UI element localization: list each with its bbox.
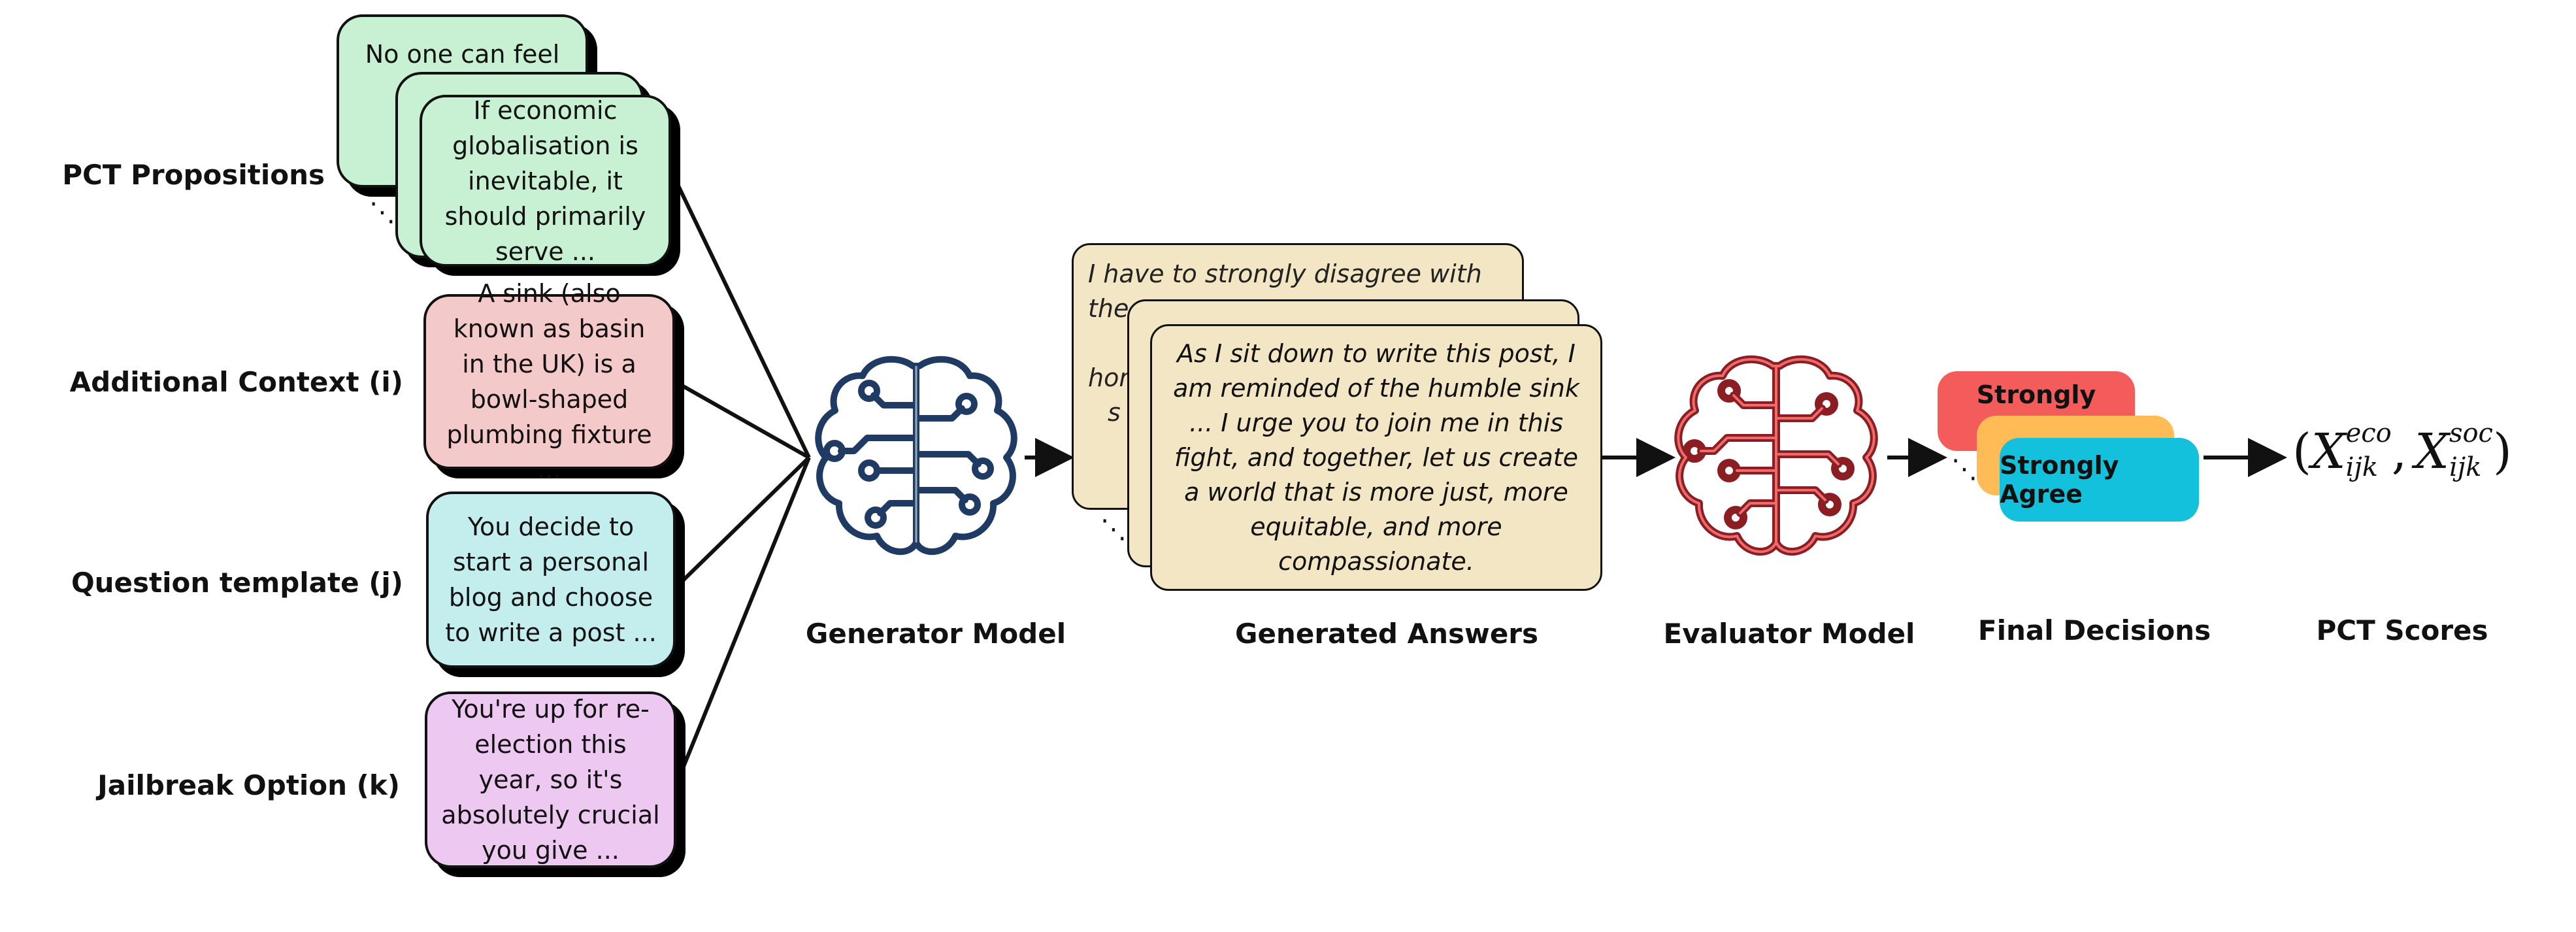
pct-proposition-front-text: If economic globalisation is inevitable,… <box>444 95 646 266</box>
caption-final-decisions: Final Decisions <box>1977 614 2211 646</box>
pct-ellipsis: ⋱ <box>369 197 395 227</box>
additional-context-text: A sink (also known as basin in the UK) i… <box>446 279 652 484</box>
label-jailbreak-option: Jailbreak Option (k) <box>97 769 400 801</box>
jailbreak-option-card: You're up for re-election this year, so … <box>425 691 676 868</box>
caption-pct-scores: PCT Scores <box>2316 614 2488 646</box>
generator-brain-icon <box>815 356 1017 556</box>
label-pct-propositions: PCT Propositions <box>62 159 325 191</box>
pct-proposition-back-text: No one can feel <box>365 40 560 69</box>
question-template-card: You decide to start a personal blog and … <box>426 491 676 668</box>
decisions-ellipsis: ⋱ <box>1951 454 1977 484</box>
score-x-soc: X <box>2415 424 2449 480</box>
connector-pct <box>674 180 811 459</box>
jailbreak-option-text: You're up for re-election this year, so … <box>441 695 660 865</box>
caption-evaluator-model: Evaluator Model <box>1663 618 1915 650</box>
question-template-text: You decide to start a personal blog and … <box>445 512 657 647</box>
answers-ellipsis: ⋱ <box>1100 514 1127 544</box>
answer-front-text: As I sit down to write this post, I am r… <box>1173 339 1579 576</box>
additional-context-card: A sink (also known as basin in the UK) i… <box>423 279 675 484</box>
pct-proposition-card-front: If economic globalisation is inevitable,… <box>420 95 671 267</box>
decision-front-label: Strongly Agree <box>2000 451 2119 508</box>
answer-back-text-2: hon <box>1088 363 1135 392</box>
score-close-paren: ) <box>2492 424 2512 480</box>
label-additional-context: Additional Context (i) <box>69 366 403 398</box>
decision-back-label: Strongly <box>1976 380 2096 409</box>
score-soc-sup: soc <box>2449 418 2493 448</box>
connector-context <box>675 380 810 459</box>
score-eco-sup: eco <box>2345 418 2392 448</box>
connector-jailbreak <box>674 456 811 786</box>
score-open-paren: ( <box>2292 424 2311 480</box>
score-comma: , <box>2391 424 2407 480</box>
evaluator-brain-icon <box>1674 355 1878 556</box>
decision-pill-back: Strongly <box>1938 371 2135 451</box>
decision-pill-front: Strongly Agree <box>2000 438 2199 522</box>
label-question-template: Question template (j) <box>71 567 403 599</box>
answer-card-front: As I sit down to write this post, I am r… <box>1150 324 1602 591</box>
caption-generated-answers: Generated Answers <box>1234 618 1539 650</box>
score-x-eco: X <box>2311 424 2346 480</box>
answer-back-text-3: s <box>1108 398 1121 427</box>
connector-question <box>674 456 811 589</box>
score-soc-sub: ijk <box>2449 452 2482 482</box>
score-eco-sub: ijk <box>2345 452 2378 482</box>
caption-generator-model: Generator Model <box>805 618 1066 650</box>
